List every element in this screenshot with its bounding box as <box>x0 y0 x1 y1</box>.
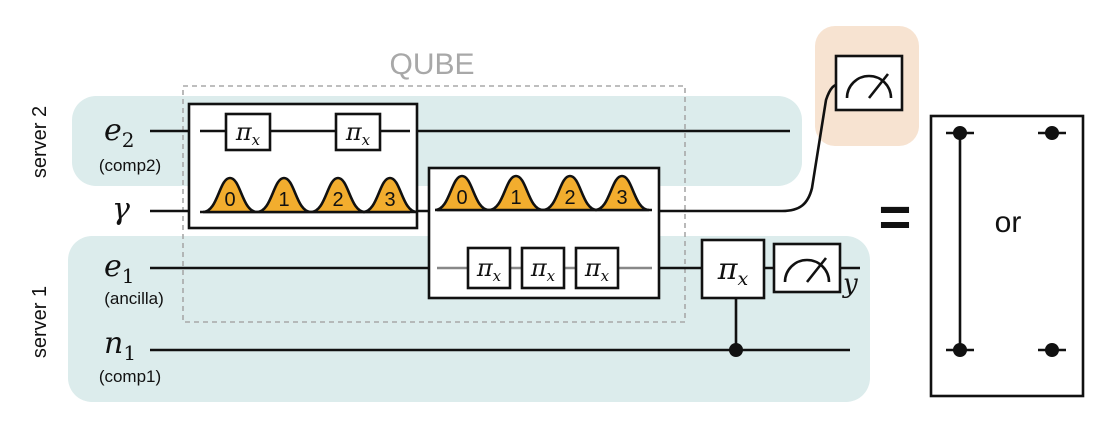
box2-time-bin-label-0: 0 <box>456 187 467 209</box>
box1-time-bin-label-0: 0 <box>224 189 235 211</box>
box2-time-bin-label-1: 1 <box>510 187 521 209</box>
time-bin-pulses: 0 1 2 3 0 1 2 3 <box>202 174 650 214</box>
server2-label: server 2 <box>29 106 51 178</box>
qube-label: QUBE <box>389 48 474 81</box>
gate-pi-x-controlled <box>700 238 766 300</box>
box2-pulse-0 <box>434 174 490 212</box>
gate-pi-x-box2-b <box>520 246 566 290</box>
photon-meter-needle-icon <box>867 73 890 99</box>
gate-pi-x-box1-b <box>334 112 382 152</box>
qubit-e2-label: e2 <box>104 113 135 152</box>
equiv-dot-bottom-left <box>953 343 967 357</box>
box1-time-bin-label-2: 2 <box>332 189 343 211</box>
box2-time-bin-label-3: 3 <box>616 187 627 209</box>
gate-pi-x-controlled-label: πx <box>717 252 749 290</box>
equiv-dot-top-right <box>1045 126 1059 140</box>
wire-gamma <box>150 82 841 213</box>
gate-pi-x-box1-b-label: πx <box>345 118 371 149</box>
qubit-n1-label: n1 <box>104 326 136 365</box>
gate-pi-x-box2-c-label: πx <box>584 254 610 285</box>
box2-pulse-2 <box>542 174 598 212</box>
e1-measurement-box <box>772 242 842 294</box>
equiv-dot-bottom-right <box>1045 343 1059 357</box>
equals-sign: = <box>879 185 912 248</box>
qubit-gamma-label: γ <box>112 192 130 227</box>
server1-region <box>68 236 870 402</box>
measurement-output-y: y <box>842 269 858 299</box>
gate-pi-x-box1-a <box>224 112 272 152</box>
equivalence-box <box>929 114 1085 398</box>
server1-label: server 1 <box>29 286 51 358</box>
gate-pi-x-box2-a-label: πx <box>476 254 502 285</box>
photon-measurement-box <box>834 54 904 112</box>
box1-pulse-0 <box>202 176 258 214</box>
box1-pulse-3 <box>362 176 418 214</box>
qubit-n1-note: (comp1) <box>99 367 161 386</box>
box2-time-bin-label-2: 2 <box>564 187 575 209</box>
box2-pulse-3 <box>594 174 650 212</box>
gate-pi-x-box2-c <box>574 246 620 290</box>
box1-pulse-2 <box>310 176 366 214</box>
box1-time-bin-label-3: 3 <box>384 189 395 211</box>
box2-pulse-1 <box>488 174 544 212</box>
box1-pulse-1 <box>256 176 312 214</box>
gate-pi-x-box1-a-label: πx <box>235 118 261 149</box>
qubit-e1-label: e1 <box>104 249 135 288</box>
photon-meter-arc-icon <box>845 74 893 99</box>
or-label: or <box>995 206 1022 239</box>
gate-pi-x-box2-a <box>466 246 512 290</box>
equiv-dot-top-left <box>953 126 967 140</box>
control-dot <box>729 343 743 357</box>
e1-meter-arc-icon <box>783 258 831 283</box>
qubit-e1-note: (ancilla) <box>104 289 164 308</box>
qubit-e2-note: (comp2) <box>99 156 161 175</box>
e1-meter-needle-icon <box>805 257 828 283</box>
box1-time-bin-label-1: 1 <box>278 189 289 211</box>
gate-pi-x-box2-b-label: πx <box>530 254 556 285</box>
